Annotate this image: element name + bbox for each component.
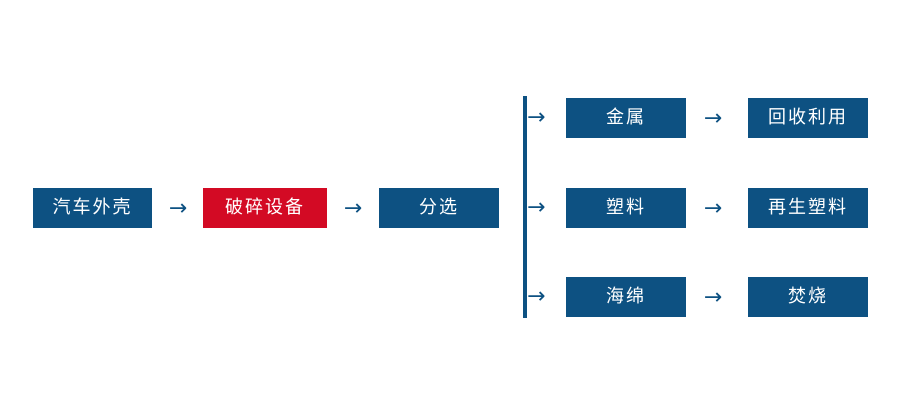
- branch-bus-line: [523, 96, 527, 318]
- node-input[interactable]: 汽车外壳: [33, 188, 152, 228]
- node-branch-material-metal[interactable]: 金属: [566, 98, 686, 138]
- arrow-right-icon-shredder-to-sorting: →: [343, 196, 363, 221]
- arrow-right-icon-input-to-shredder: →: [168, 196, 188, 221]
- branch-arrow-right-icon-sponge: →: [527, 284, 546, 309]
- node-branch-outcome-regenerated-plastic[interactable]: 再生塑料: [748, 188, 868, 228]
- node-branch-outcome-recycle[interactable]: 回收利用: [748, 98, 868, 138]
- arrow-right-icon-metal-to-recycle: →: [703, 106, 723, 131]
- node-branch-material-plastic[interactable]: 塑料: [566, 188, 686, 228]
- arrow-right-icon-plastic-to-regenerated: →: [703, 196, 723, 221]
- node-branch-material-sponge[interactable]: 海绵: [566, 277, 686, 317]
- node-sorting[interactable]: 分选: [379, 188, 499, 228]
- branch-arrow-right-icon-metal: →: [527, 105, 546, 130]
- node-branch-outcome-incineration[interactable]: 焚烧: [748, 277, 868, 317]
- branch-arrow-right-icon-plastic: →: [527, 195, 546, 220]
- node-shredder[interactable]: 破碎设备: [203, 188, 327, 228]
- arrow-right-icon-sponge-to-incineration: →: [703, 285, 723, 310]
